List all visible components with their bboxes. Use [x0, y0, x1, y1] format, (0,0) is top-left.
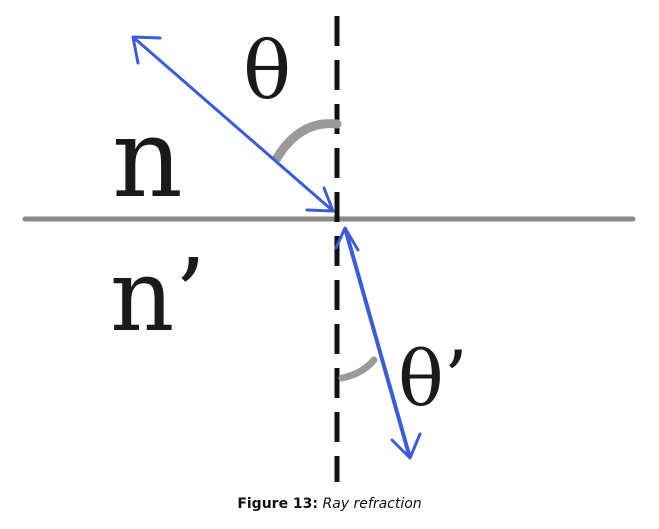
- refraction-diagram: n n’ θ θ’: [22, 16, 636, 482]
- incident-ray: [132, 35, 334, 213]
- refracted-ray: [343, 227, 412, 459]
- caption-label: Figure 13:: [237, 496, 319, 512]
- refraction-angle-label: θ’: [398, 334, 468, 423]
- refraction-angle-arc: [338, 356, 378, 382]
- refracted-ray-arrowhead-bottom: [390, 432, 422, 460]
- medium-index-bottom-label: n’: [110, 237, 206, 354]
- caption-text: Ray refraction: [322, 496, 422, 512]
- incidence-angle-arc: [272, 119, 342, 163]
- refracted-ray-arrowhead-top: [334, 226, 360, 252]
- figure-caption: Figure 13: Ray refraction: [0, 494, 659, 514]
- incident-ray-arrowhead-top: [131, 35, 162, 65]
- incident-ray-arrowhead-bottom: [305, 186, 335, 213]
- medium-index-top-label: n: [112, 94, 183, 222]
- incidence-angle-label: θ: [243, 24, 291, 117]
